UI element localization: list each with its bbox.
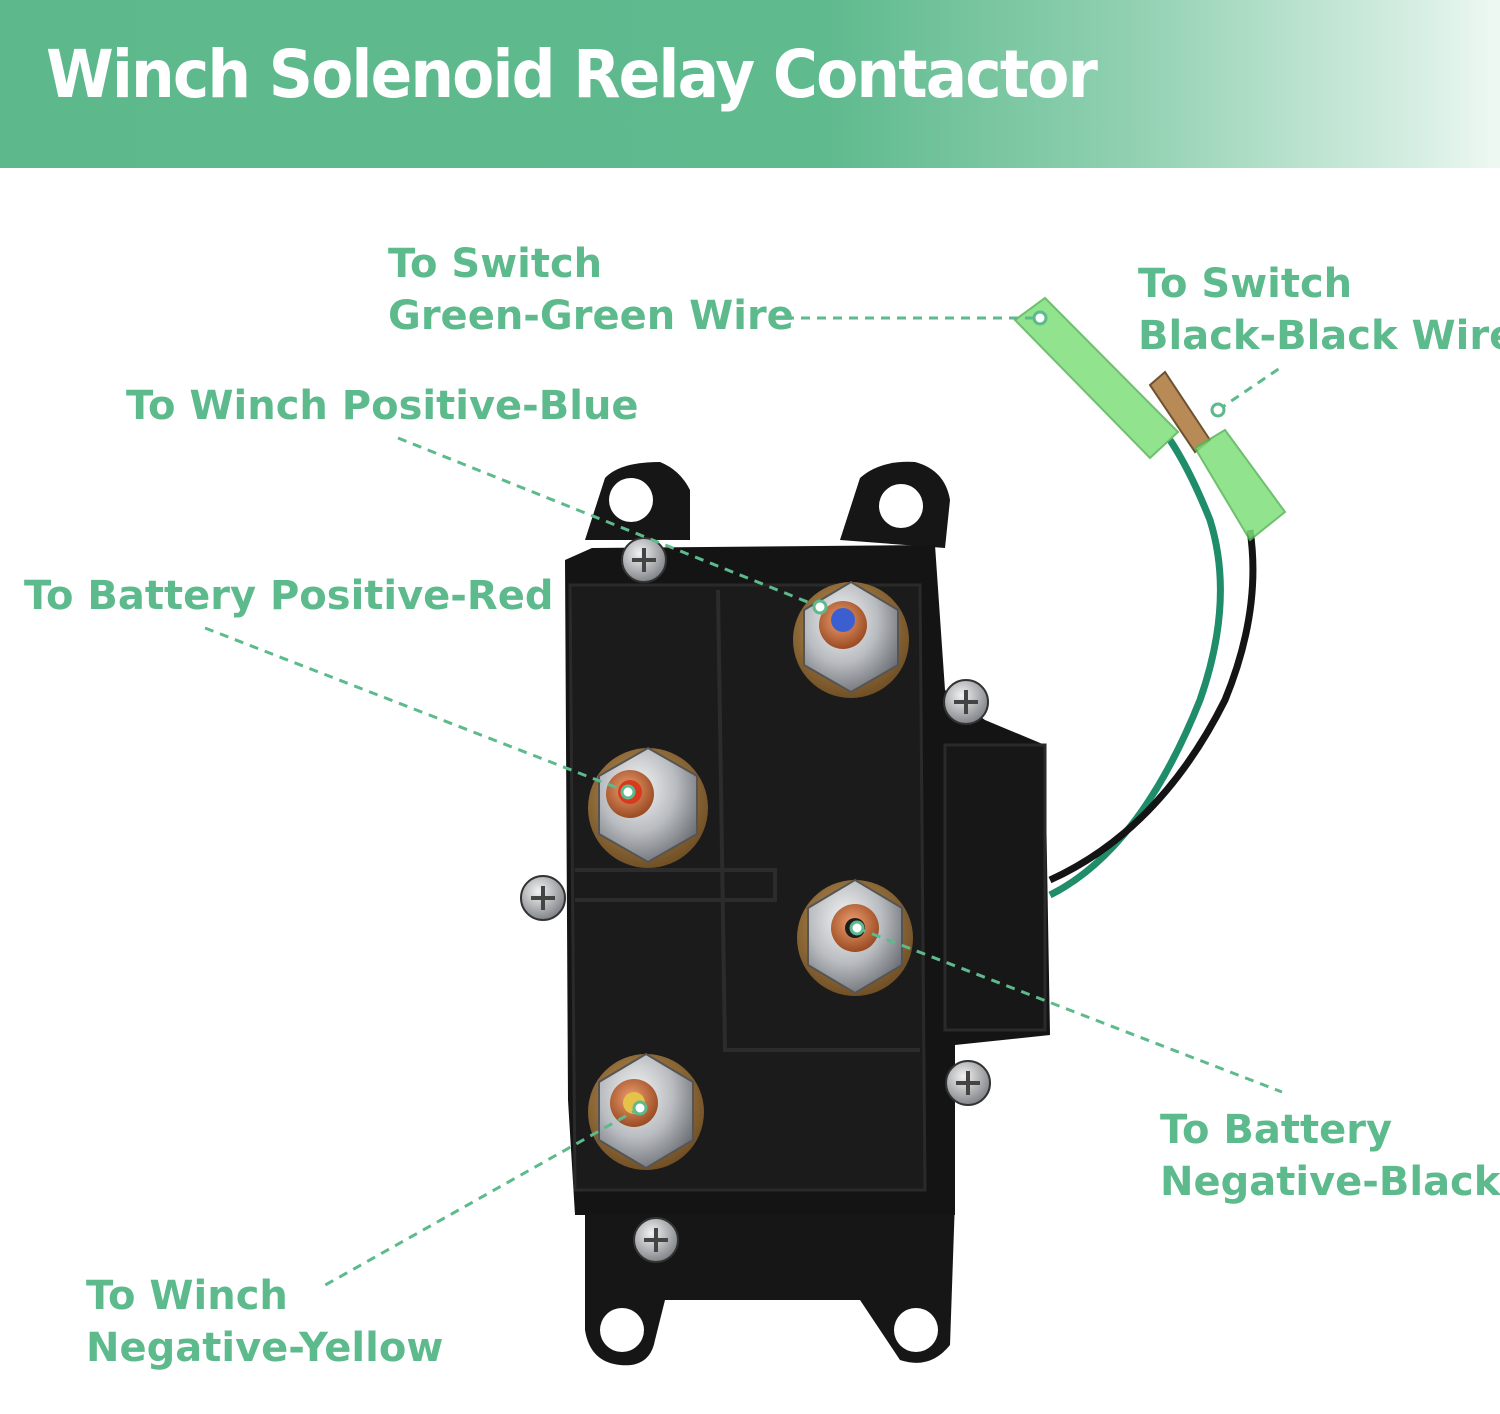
leader-line [204, 626, 629, 794]
control-wires [1013, 296, 1287, 899]
callout-switch-black: To Switch Black-Black Wire [1138, 258, 1500, 362]
callout-line: Green-Green Wire [388, 293, 794, 339]
callout-switch-green: To Switch Green-Green Wire [388, 238, 794, 342]
leader-line [319, 1106, 641, 1290]
callout-dot [632, 1100, 648, 1116]
housing-screws [520, 537, 991, 1263]
screw-icon [945, 1060, 991, 1106]
callout-line: Black-Black Wire [1138, 313, 1500, 359]
mount-hole [609, 478, 653, 522]
callout-dot [849, 920, 865, 936]
callout-line: To Winch [86, 1273, 288, 1319]
callout-dot [812, 599, 828, 615]
callout-dot [1210, 402, 1226, 418]
mount-hole [600, 1308, 644, 1352]
callout-winch-negative: To Winch Negative-Yellow [86, 1270, 443, 1374]
callout-line: To Winch Positive-Blue [126, 383, 639, 429]
callout-line: Negative-Yellow [86, 1325, 444, 1371]
terminal-winch-negative [588, 1052, 704, 1170]
screw-icon [520, 875, 566, 921]
screw-icon [621, 537, 667, 583]
callout-line: To Battery [1160, 1107, 1393, 1153]
mount-hole [894, 1308, 938, 1352]
terminal-winch-positive [793, 580, 909, 698]
leader-line [1217, 366, 1281, 412]
callout-line: To Switch [1138, 261, 1353, 307]
callout-dot [620, 784, 636, 800]
callout-line: To Battery Positive-Red [24, 573, 554, 619]
banner-title: Winch Solenoid Relay Contactor [46, 36, 1098, 113]
green-connector [1013, 296, 1180, 460]
callout-dot [1032, 310, 1048, 326]
callout-battery-negative: To Battery Negative-Black [1160, 1104, 1500, 1208]
leader-lines [204, 316, 1283, 1290]
callout-winch-positive: To Winch Positive-Blue [126, 380, 639, 432]
relay-housing [565, 545, 1050, 1215]
callout-line: To Switch [388, 241, 603, 287]
leader-line [397, 436, 821, 609]
terminal-battery-positive [588, 746, 708, 868]
screw-icon [633, 1217, 679, 1263]
mount-hole [879, 484, 923, 528]
screw-icon [943, 679, 989, 725]
callout-dots [620, 310, 1226, 1116]
callout-line: Negative-Black [1160, 1159, 1500, 1205]
title-banner: Winch Solenoid Relay Contactor [0, 0, 1500, 168]
leader-line [856, 926, 1283, 1094]
terminal-battery-negative [797, 878, 913, 996]
black-connector [1148, 370, 1287, 542]
callout-battery-positive: To Battery Positive-Red [24, 570, 553, 622]
